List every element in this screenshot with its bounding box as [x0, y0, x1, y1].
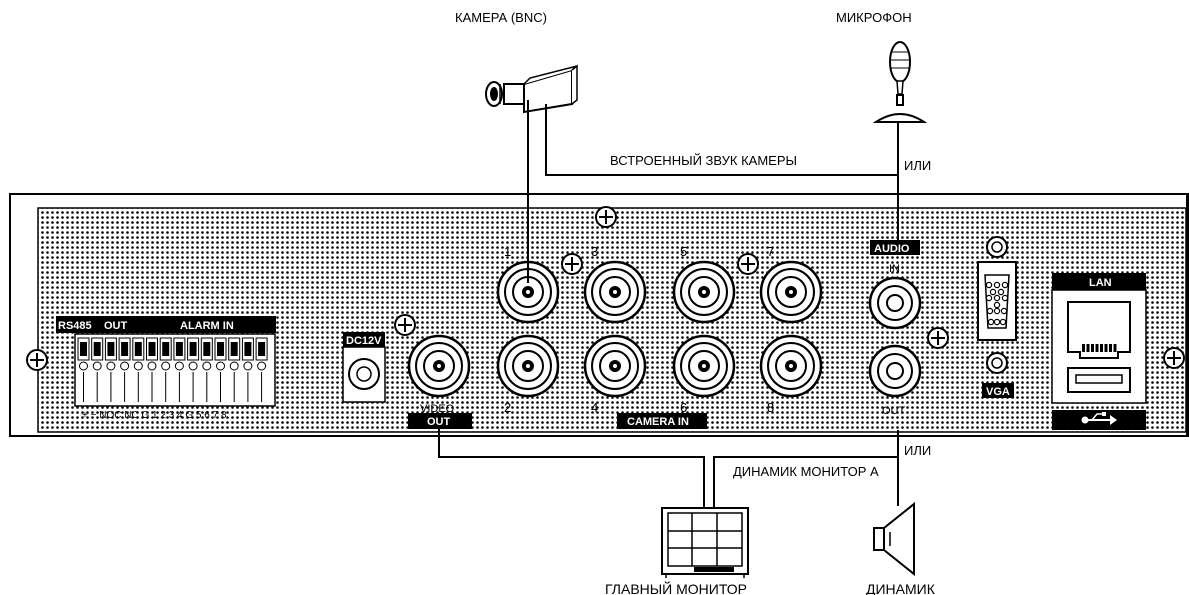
bnc-screw-right-icon — [737, 253, 759, 275]
audio-in-jack — [868, 276, 922, 330]
main-monitor-label: ГЛАВНЫЙ МОНИТОР — [605, 580, 747, 595]
lan-label: LAN — [1089, 277, 1112, 289]
right-screw-icon — [1163, 347, 1185, 369]
vga-pin — [987, 318, 995, 326]
camera-icon — [485, 64, 578, 114]
bnc-screw-left-icon — [561, 253, 583, 275]
camera-in-connectors: 1 2 3 4 5 6 7 8 — [496, 244, 823, 415]
left-screw-icon — [26, 349, 48, 371]
alarm-terminal-pin — [228, 337, 241, 402]
vga-pin — [993, 307, 1001, 315]
builtin-audio-label: ВСТРОЕННЫЙ ЗВУК КАМЕРЫ — [610, 153, 797, 168]
camera-in-bnc-6 — [672, 334, 736, 398]
vga-pin — [993, 281, 1001, 289]
video-out-connector — [407, 334, 471, 398]
alarm-terminal-pin — [132, 337, 145, 402]
dc-screw-icon — [394, 314, 416, 336]
lan-usb-block — [1051, 273, 1147, 430]
vga-label: VGA — [986, 386, 1010, 398]
alarm-terminal-pin — [146, 337, 158, 402]
camera-label: КАМЕРА (BNC) — [455, 10, 547, 25]
microphone-label: МИКРОФОН — [836, 10, 912, 25]
lan-pin — [1095, 344, 1099, 352]
alarm-terminal-pin — [118, 337, 131, 402]
connection-lines — [438, 100, 899, 508]
usb-icon — [1081, 412, 1117, 425]
channel-number: 4 — [591, 400, 598, 415]
channel-number: 8 — [767, 400, 774, 415]
vga-pin — [993, 301, 1001, 309]
main-monitor-icon — [661, 507, 749, 578]
lan-pin — [1091, 344, 1094, 352]
lan-pin — [1100, 344, 1103, 352]
video-label: VIDEO — [420, 403, 455, 415]
monitor-speaker-label: ДИНАМИК МОНИТОР А — [733, 464, 879, 479]
vga-port — [977, 236, 1017, 374]
audio-in-label: IN — [889, 263, 900, 275]
camera-in-bnc-2 — [496, 334, 560, 398]
lan-pin — [1109, 344, 1112, 352]
or-bottom-label: ИЛИ — [904, 443, 931, 458]
channel-number: 5 — [680, 244, 687, 259]
dc12v-label: DC12V — [346, 335, 382, 347]
camera-in-label: CAMERA IN — [627, 416, 689, 428]
camera-in-bnc-4 — [583, 334, 647, 398]
video-out-label: OUT — [427, 416, 451, 428]
lan-pin — [1082, 344, 1085, 352]
vga-pin — [993, 318, 1001, 326]
camera-in-bnc-8 — [759, 334, 823, 398]
channel-number: 7 — [767, 244, 774, 259]
camera-in-bnc-3 — [583, 260, 647, 324]
alarm-terminal-pin — [187, 337, 200, 402]
vga-pin — [1000, 307, 1008, 315]
alarm-in-label: ALARM IN — [180, 320, 234, 332]
audio-label: AUDIO — [874, 243, 910, 255]
alarm-terminal-pin — [173, 337, 186, 402]
rs485-label: RS485 — [58, 320, 92, 332]
lan-pin — [1113, 344, 1117, 352]
alarm-terminal-pin — [77, 337, 90, 402]
dc12v-jack — [342, 332, 386, 403]
audio-screw-icon — [927, 327, 949, 349]
channel-number: 3 — [591, 244, 598, 259]
lan-pin — [1086, 344, 1090, 352]
vga-pin — [989, 288, 997, 296]
speaker-icon — [873, 501, 915, 577]
vga-pin — [1001, 281, 1009, 289]
out-label: OUT — [104, 320, 128, 332]
speaker-label: ДИНАМИК — [866, 581, 936, 595]
alarm-terminal-pin — [255, 337, 268, 402]
vga-pin — [1001, 294, 1009, 302]
camera-in-bnc-5 — [672, 260, 736, 324]
terminal-pin-labels: + − NOC NC G 1 2 3 4 G 5 6 7 8 — [82, 410, 227, 421]
vga-pin — [999, 318, 1007, 326]
channel-number: 6 — [680, 400, 687, 415]
alarm-terminal-pin — [104, 337, 117, 402]
vga-pin — [997, 288, 1005, 296]
alarm-terminal-pin — [241, 337, 254, 402]
vga-pin — [985, 281, 993, 289]
vga-pin — [985, 294, 993, 302]
alarm-terminal-pin — [91, 337, 104, 402]
or-top-label: ИЛИ — [904, 158, 931, 173]
vga-pin — [986, 307, 994, 315]
alarm-terminal-pin — [159, 337, 172, 402]
alarm-terminal-pin — [214, 337, 227, 402]
audio-out-jack — [868, 344, 922, 398]
top-screw-icon — [595, 206, 617, 228]
camera-in-bnc-7 — [759, 260, 823, 324]
alarm-terminal-pin — [200, 337, 213, 402]
channel-number: 2 — [504, 400, 511, 415]
alarm-terminal-block — [56, 316, 276, 407]
microphone-icon — [872, 41, 928, 123]
vga-pin — [993, 294, 1001, 302]
channel-number: 1 — [504, 244, 511, 259]
audio-out-label: OUT — [882, 405, 906, 417]
lan-pin — [1104, 344, 1108, 352]
